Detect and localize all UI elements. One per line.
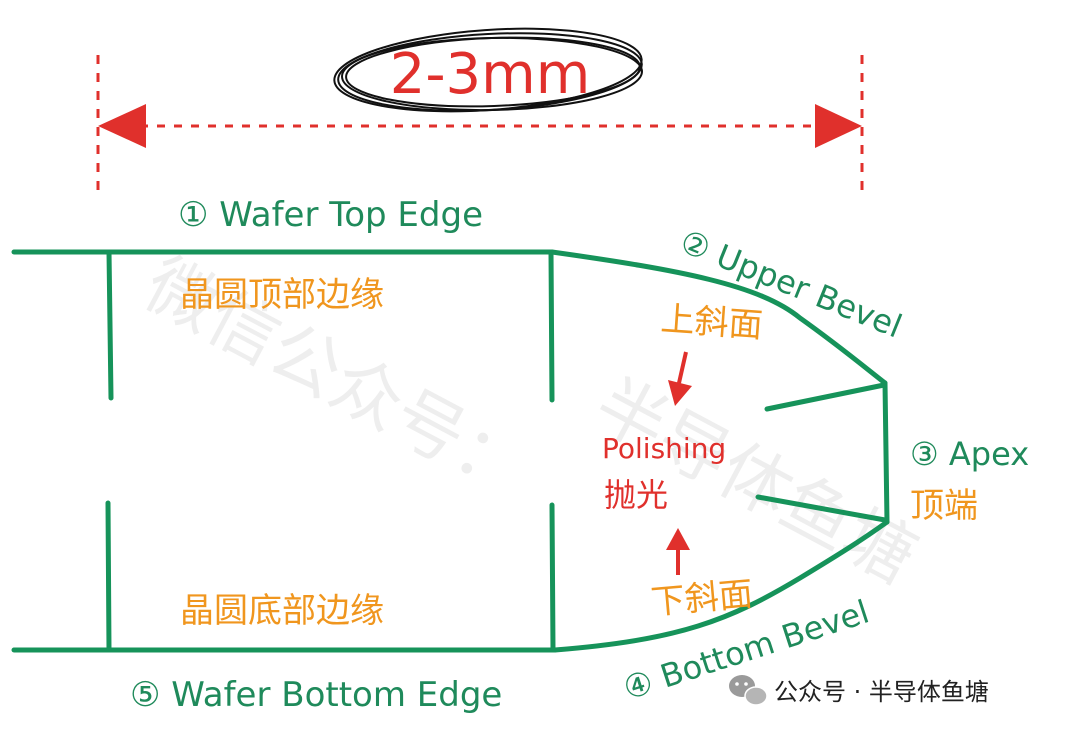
left-divider-bottom xyxy=(105,500,112,653)
wechat-icon xyxy=(729,675,768,706)
mid-divider-bottom xyxy=(549,502,556,653)
left-divider-top xyxy=(106,249,114,401)
down-arrow-icon xyxy=(668,380,692,406)
up-arrow-icon xyxy=(666,528,690,550)
mid-divider-top xyxy=(548,249,555,403)
dimension-value: 2-3mm xyxy=(390,42,591,107)
label-top-edge-cn: 晶圆顶部边缘 xyxy=(180,275,384,315)
bottom-bevel-curve xyxy=(552,519,890,653)
dimension-left-arrow-icon xyxy=(98,104,146,148)
wafer-outline xyxy=(11,249,890,653)
label-top-edge: ① Wafer Top Edge xyxy=(178,195,483,235)
upper-bevel-curve xyxy=(549,249,888,386)
label-bottom-bevel-cn: 下斜面 xyxy=(649,574,754,623)
label-apex-cn: 顶端 xyxy=(910,486,978,526)
polishing-arrows xyxy=(666,351,692,575)
apex-line xyxy=(882,380,890,525)
polish-pad-upper xyxy=(764,382,887,412)
label-apex: ③ Apex xyxy=(910,435,1029,473)
wechat-account: 公众号 · 半导体鱼塘 xyxy=(729,675,989,706)
label-polishing: Polishing xyxy=(602,432,726,465)
dimension-right-arrow-icon xyxy=(815,104,862,148)
label-upper-bevel-cn: 上斜面 xyxy=(659,299,764,346)
wechat-account-name: 公众号 · 半导体鱼塘 xyxy=(774,678,989,706)
label-polishing-cn: 抛光 xyxy=(604,476,668,514)
label-bottom-edge: ⑤ Wafer Bottom Edge xyxy=(130,675,502,715)
polish-pad-lower xyxy=(755,494,888,523)
down-arrow-shaft xyxy=(677,351,688,384)
label-bottom-edge-cn: 晶圆底部边缘 xyxy=(180,591,384,631)
dimension-indicator: 2-3mm xyxy=(96,27,864,192)
dimension-scribble-ellipse xyxy=(333,27,643,113)
